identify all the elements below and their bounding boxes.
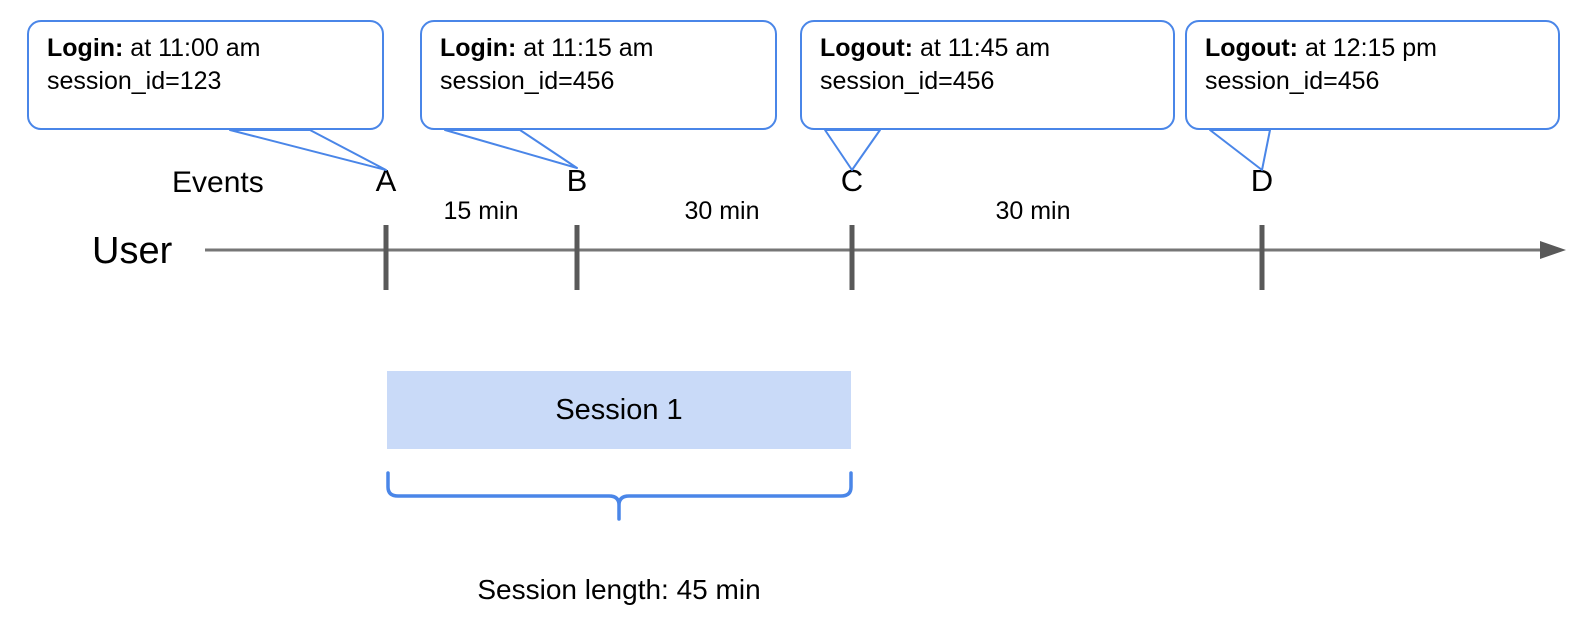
session-bar: Session 1 <box>387 371 851 449</box>
callout-tail-b <box>444 129 578 169</box>
callout-session-label: session_id=123 <box>47 66 222 95</box>
callout-event-label: Login: <box>440 34 517 62</box>
interval-label-c-d: 30 min <box>995 197 1071 225</box>
marker-label-d: D <box>1250 163 1274 198</box>
callout-session-label: session_id=456 <box>1205 66 1380 95</box>
marker-label-c: C <box>840 163 864 198</box>
callout-event-label: Logout: <box>820 34 914 62</box>
callout-session-label: session_id=456 <box>440 66 615 95</box>
callout-line-primary: Login: at 11:15 am <box>440 32 759 65</box>
session-bar-label: Session 1 <box>555 393 683 426</box>
interval-label-b-c: 30 min <box>684 197 760 225</box>
interval-label-a-b: 15 min <box>443 197 519 225</box>
callout-time-label: at 12:15 pm <box>1298 34 1437 62</box>
callout-line-primary: Logout: at 12:15 pm <box>1205 32 1542 65</box>
marker-label-a: A <box>375 163 397 198</box>
events-lane-label: Events <box>172 166 264 199</box>
session-brace <box>386 471 853 521</box>
callout-time-label: at 11:00 am <box>123 34 261 62</box>
callout-logout-1215: Logout: at 12:15 pm session_id=456 <box>1185 20 1560 130</box>
marker-label-b: B <box>566 163 588 198</box>
callout-event-label: Login: <box>47 34 124 62</box>
callout-tail-a <box>229 129 387 171</box>
callout-login-1115: Login: at 11:15 am session_id=456 <box>420 20 777 130</box>
user-lane-label: User <box>92 230 173 272</box>
callout-session-label: session_id=456 <box>820 66 995 95</box>
callout-login-1100: Login: at 11:00 am session_id=123 <box>27 20 384 130</box>
callout-logout-1145: Logout: at 11:45 am session_id=456 <box>800 20 1175 130</box>
callout-time-label: at 11:15 am <box>516 34 654 62</box>
callout-line-primary: Login: at 11:00 am <box>47 32 366 65</box>
callout-time-label: at 11:45 am <box>913 34 1051 62</box>
callout-line-primary: Logout: at 11:45 am <box>820 32 1157 65</box>
timeline-arrowhead <box>1540 241 1566 259</box>
session-length-label: Session length: 45 min <box>477 574 761 605</box>
callout-event-label: Logout: <box>1205 34 1299 62</box>
